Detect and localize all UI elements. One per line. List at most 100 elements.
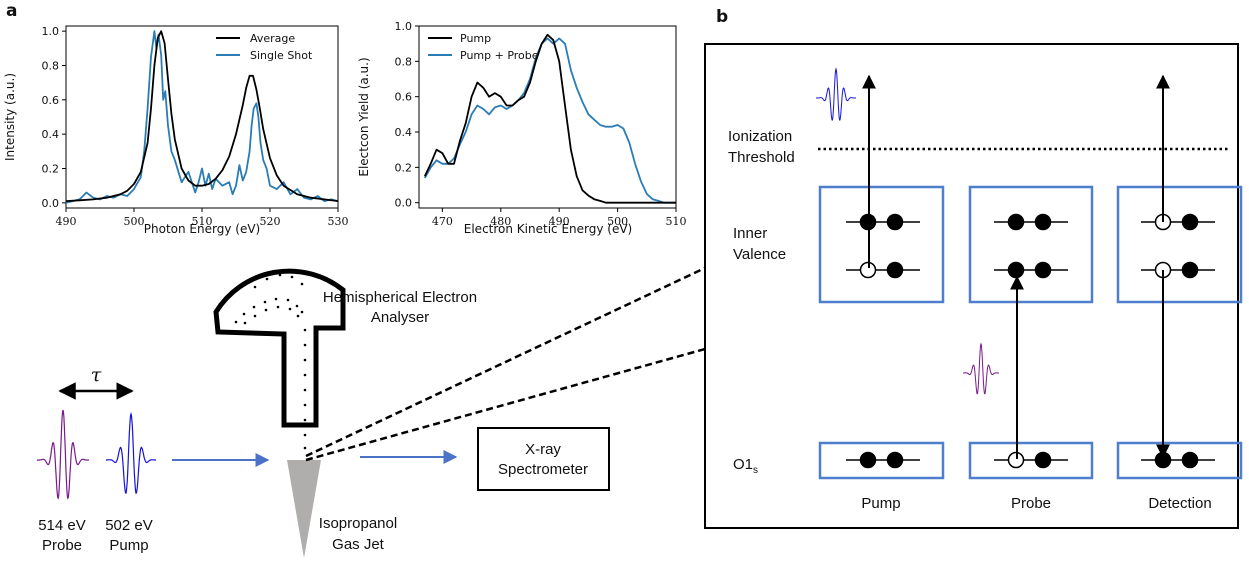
x-tick-label: 480 (490, 215, 511, 228)
x-tick-label: 510 (666, 215, 687, 228)
x-tick-label: 500 (607, 215, 628, 228)
x-tick-label: 530 (328, 215, 349, 228)
electron-filled-icon (1034, 213, 1052, 231)
electron-filled-icon (859, 451, 877, 469)
electron-path-dot (286, 298, 290, 302)
level-diagram-frame (704, 43, 1239, 529)
series-line-pump (423, 33, 676, 204)
probe-label: Probe (42, 537, 82, 554)
probe-pulse-small-icon (963, 342, 999, 395)
y-tick-label: 1.0 (42, 25, 60, 38)
panel-label-b: b (716, 7, 728, 27)
probe-valence-box (968, 185, 1094, 304)
zoom-line-lower (305, 347, 706, 462)
core-level-label: O1s (733, 456, 758, 476)
electron-path-dot (276, 305, 280, 309)
x-tick-label: 490 (549, 215, 570, 228)
electron-path-dot (288, 307, 292, 311)
electron-path-dot (263, 300, 267, 304)
jet-label-line1: Isopropanol (319, 515, 397, 532)
column-label-detection: Detection (1148, 495, 1211, 512)
x-tick-label: 520 (260, 215, 281, 228)
pump-core-box (818, 441, 945, 480)
electron-path-dot (303, 446, 307, 450)
electron-path-dot (303, 358, 307, 362)
column-label-probe: Probe (1011, 495, 1051, 512)
electron-path-dot (303, 403, 307, 407)
electron-path-dot (300, 282, 304, 286)
pump-label: Pump (109, 537, 148, 554)
spectrometer-label-line2: Spectrometer (498, 461, 588, 478)
x-tick-label: 490 (56, 215, 77, 228)
y-tick-label: 1.0 (395, 20, 413, 33)
chart1-legend: Average Single Shot (216, 32, 313, 62)
y-tick-label: 0.6 (395, 91, 413, 104)
legend-label-pump-probe: Pump + Probe (460, 49, 539, 62)
electron-path-dot (303, 343, 307, 347)
pump-valence-box (818, 185, 945, 304)
electron-path-dot (274, 297, 278, 301)
electron-path-dot (242, 312, 246, 316)
chart1-ylabel: Intensity (a.u.) (3, 73, 17, 161)
chart2-legend: Pump Pump + Probe (428, 32, 539, 62)
electron-path-dot (264, 308, 268, 312)
electron-path-dot (243, 321, 247, 325)
electron-path-dot (300, 310, 304, 314)
electron-path-dot (295, 304, 299, 308)
electron-path-dot (303, 418, 307, 422)
detection-core-box (1116, 441, 1243, 480)
jet-label-line2: Gas Jet (332, 536, 385, 553)
electron-filled-icon (1007, 213, 1025, 231)
setup-diagram: τ 514 eV Probe 502 eV Pump Hemispherical… (36, 266, 706, 558)
hemispherical-analyser (213, 268, 346, 428)
tau-label: τ (91, 364, 102, 386)
spectrometer-label-line1: X-ray (525, 441, 561, 458)
pump-energy: 502 eV (105, 517, 153, 534)
electron-path-dot (290, 275, 294, 279)
column-label-pump: Pump (861, 495, 900, 512)
electron-path-dot (303, 373, 307, 377)
electron-path-dot (265, 277, 269, 281)
electron-path-dot (303, 433, 307, 437)
electron-filled-icon (886, 213, 904, 231)
electron-filled-icon (1007, 261, 1025, 279)
legend-label-single-shot: Single Shot (250, 49, 313, 62)
inner-valence-label-line1: Inner (733, 225, 767, 242)
y-tick-label: 0.8 (42, 59, 60, 72)
chart2-xlabel: Electron Kinetic Energy (eV) (464, 222, 632, 236)
y-tick-label: 0.0 (42, 197, 60, 210)
inner-valence-label-line2: Valence (733, 246, 786, 263)
zoom-line-upper (305, 266, 706, 458)
y-tick-label: 0.6 (42, 94, 60, 107)
y-tick-label: 0.2 (42, 163, 60, 176)
x-tick-label: 510 (192, 215, 213, 228)
electron-path-dot (278, 273, 282, 277)
electron-path-dot (303, 388, 307, 392)
electron-filled-icon (1181, 451, 1199, 469)
legend-label-average: Average (250, 32, 295, 45)
electron-filled-icon (886, 451, 904, 469)
analyser-label-line2: Analyser (371, 309, 429, 326)
electron-path-dot (296, 314, 300, 318)
electron-filled-icon (1034, 451, 1052, 469)
chart2-frame (418, 25, 677, 209)
x-tick-label: 470 (432, 215, 453, 228)
analyser-label-line1: Hemispherical Electron (323, 289, 477, 306)
probe-energy: 514 eV (38, 517, 86, 534)
chart1-xlabel: Photon Energy (eV) (144, 222, 260, 236)
series-line-average (65, 30, 339, 202)
electron-filled-icon (1034, 261, 1052, 279)
orbital-levels (846, 213, 1215, 469)
electron-path-dot (253, 314, 257, 318)
ionization-label-line2: Threshold (728, 149, 795, 166)
level-diagram: Ionization Threshold Inner Valence O1s P… (704, 43, 1243, 529)
electron-path-dot (253, 285, 257, 289)
y-tick-label: 0.4 (42, 128, 60, 141)
series-line-pump-probe (424, 37, 676, 204)
chart2-series (423, 33, 676, 204)
